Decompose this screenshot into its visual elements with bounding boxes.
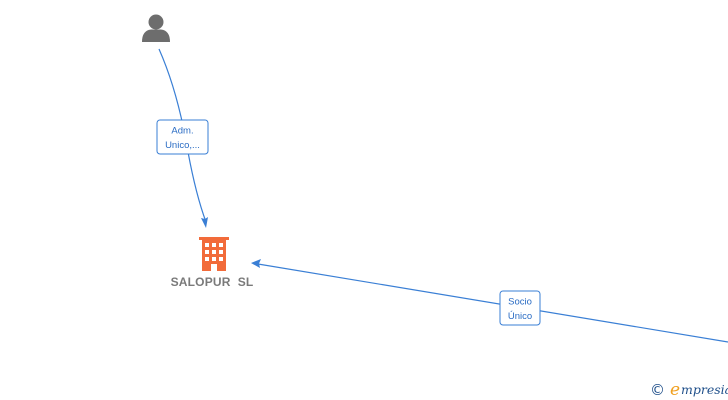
edge-label-box-shareholder	[499, 290, 541, 326]
copyright-symbol: ©	[650, 381, 665, 399]
edge-person-to-company[interactable]: Adm. Unico,...	[156, 48, 209, 228]
brand-logo-initial: e	[670, 380, 680, 400]
edge-label-line-2: Único	[508, 311, 532, 322]
edge-label-line-1: Adm.	[171, 126, 193, 137]
arrowhead-icon	[251, 259, 261, 268]
company-label: SALOPUR SL	[171, 275, 254, 289]
node-company[interactable]: SALOPUR SL	[171, 237, 254, 289]
building-icon	[199, 237, 229, 271]
edge-label-line-1: Socio	[508, 297, 532, 308]
person-icon	[142, 14, 170, 42]
edge-shareholder-to-company[interactable]: Socio Único	[251, 259, 728, 343]
edge-line-shareholder	[257, 263, 728, 343]
edge-label-box-admin	[156, 119, 209, 155]
brand-watermark: © e mpresia	[650, 380, 728, 400]
node-person[interactable]	[142, 14, 170, 43]
edge-label-line-2: Unico,...	[165, 140, 200, 151]
arrowhead-icon	[201, 217, 208, 228]
brand-logo-text: mpresia	[681, 382, 728, 397]
